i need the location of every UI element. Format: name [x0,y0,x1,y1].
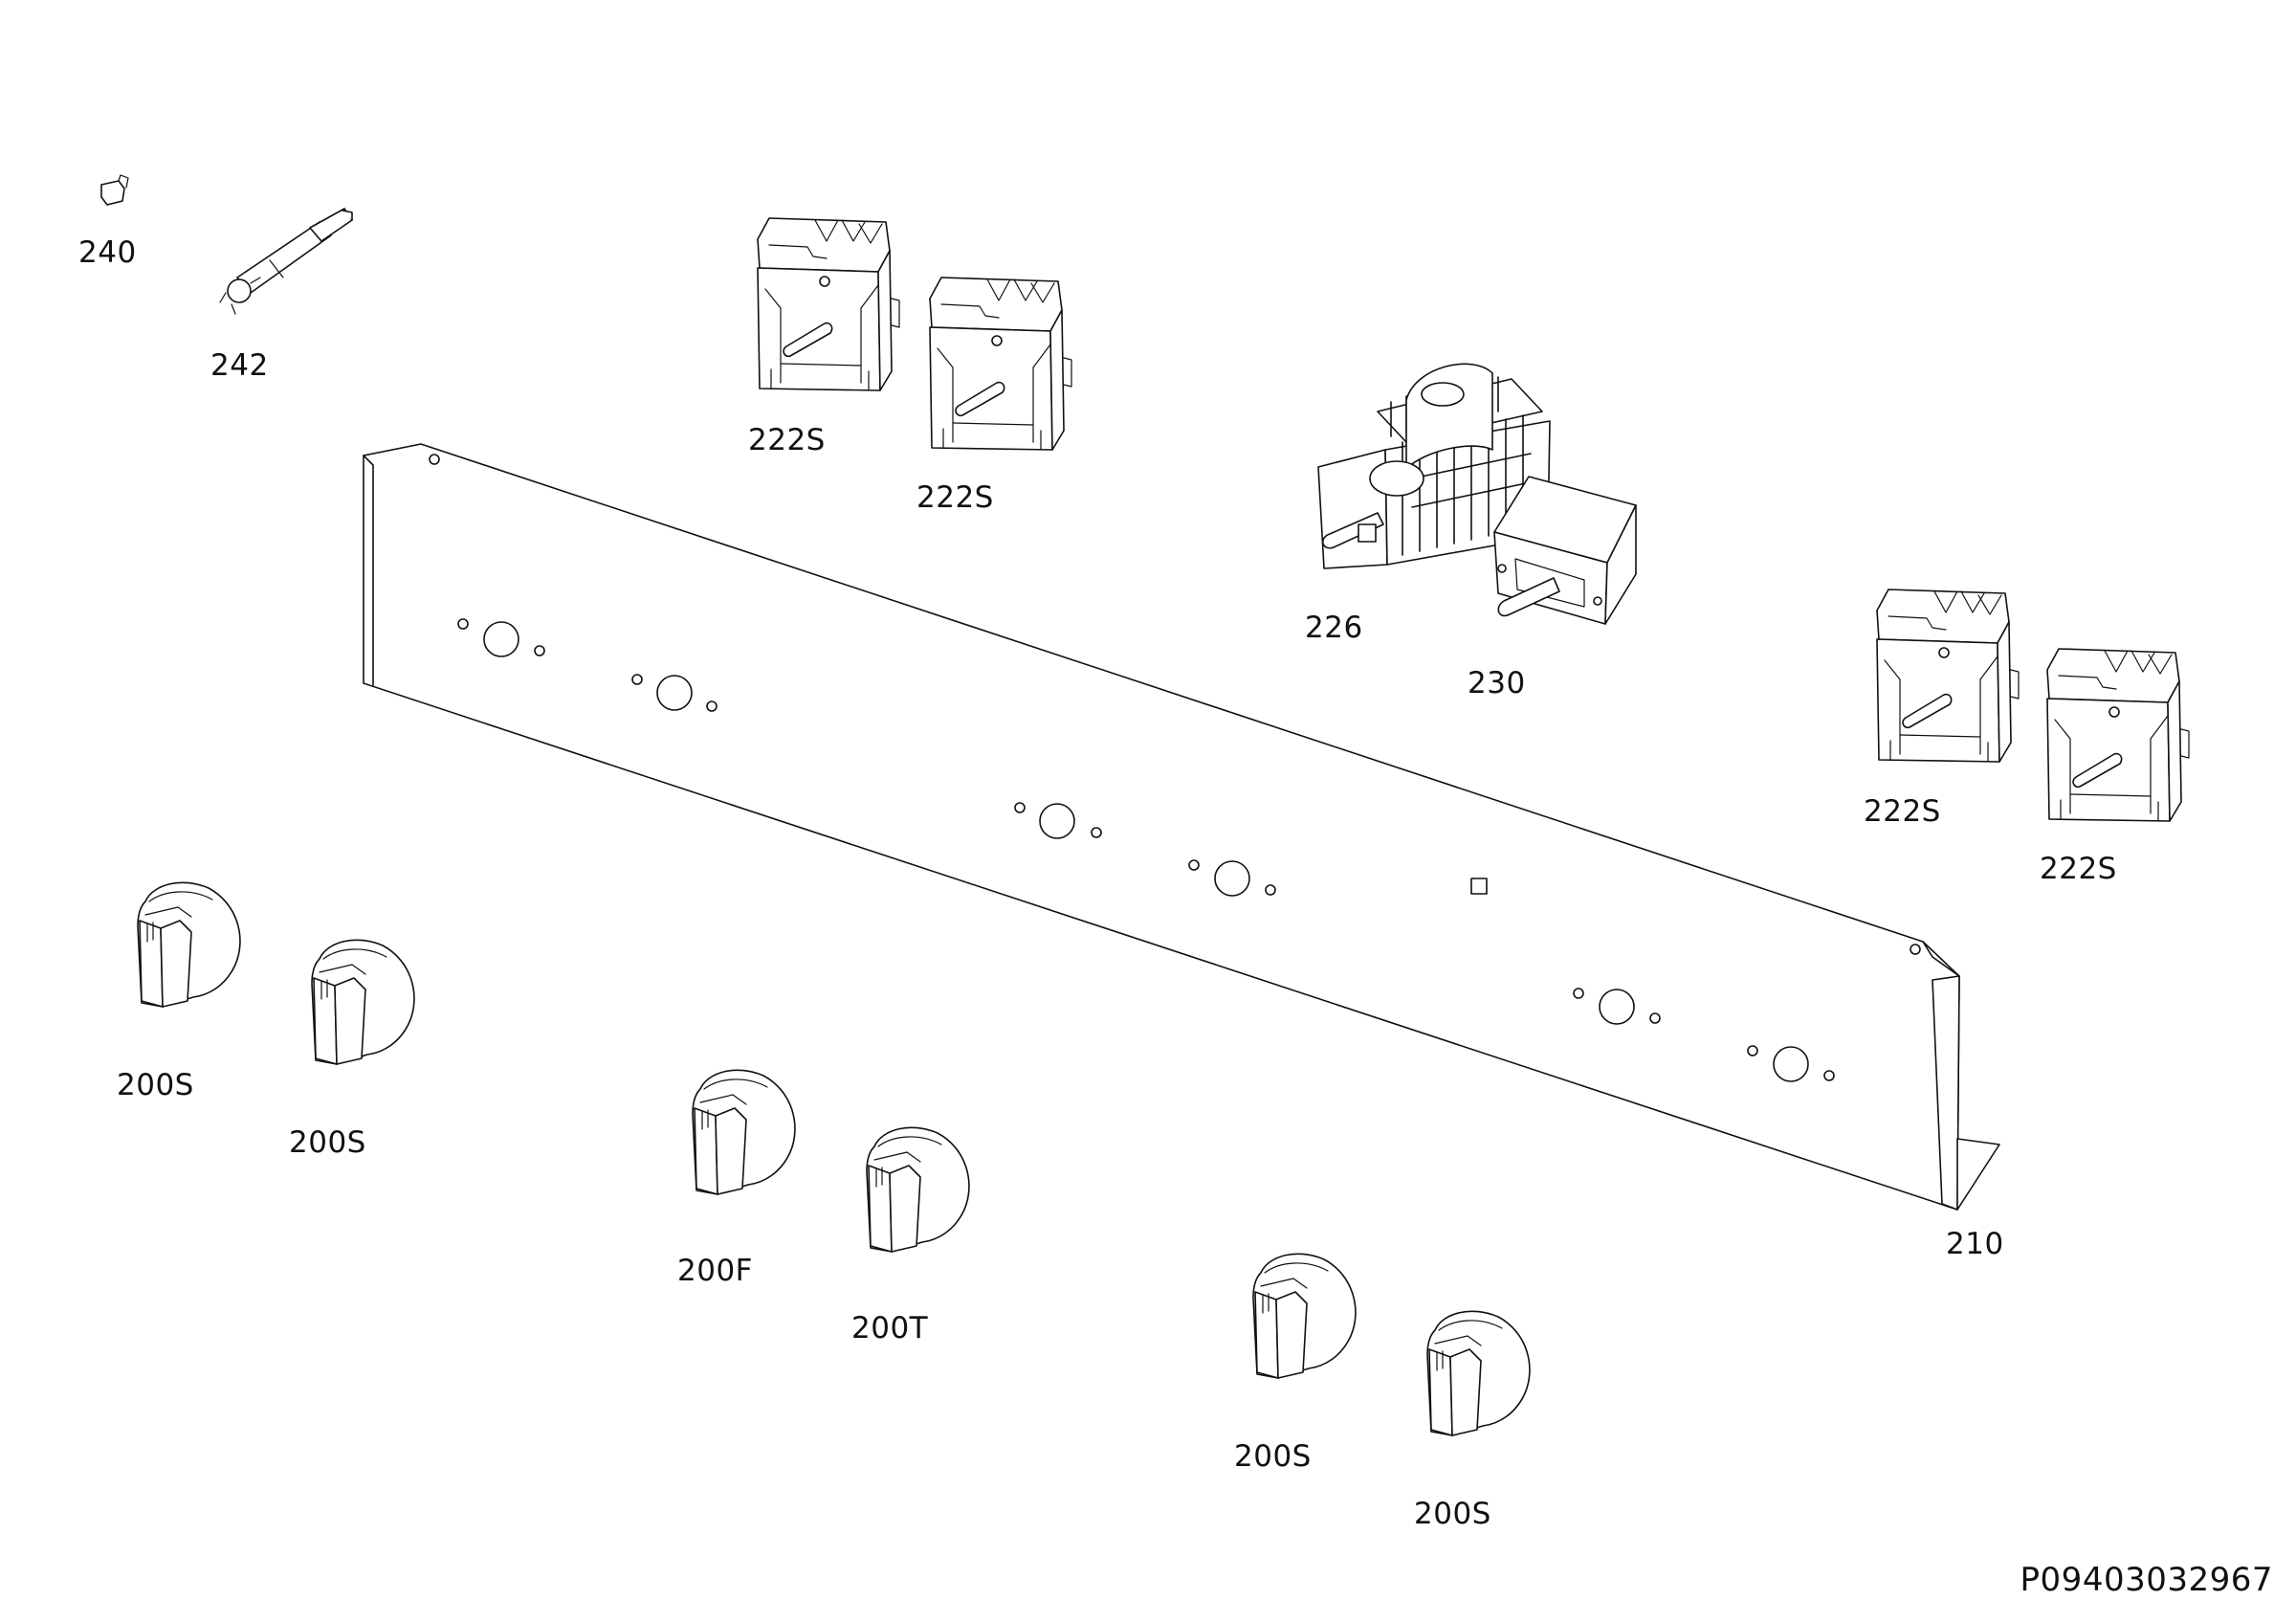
part-210-control-panel [363,443,2000,1211]
label-222s-3: 222S [1864,794,1941,829]
part-200s-knob-3 [1252,1253,1357,1379]
panel-knob-hole [457,618,545,657]
panel-knob-hole [1747,1045,1835,1082]
label-200s-4: 200S [1414,1497,1491,1531]
label-200t: 200T [851,1311,929,1345]
label-222s-1: 222S [748,423,826,457]
label-200s-2: 200S [289,1125,366,1160]
label-240: 240 [78,235,137,270]
part-222s-regulator-1 [757,217,900,391]
label-230: 230 [1468,666,1526,700]
part-200s-knob-1 [137,881,241,1008]
panel-knob-hole [631,674,718,712]
part-240-clip [100,174,129,206]
reference-code: P09403032967 [2020,1561,2273,1599]
label-200s-3: 200S [1234,1439,1312,1474]
label-210: 210 [1946,1227,2004,1261]
part-222s-regulator-4 [2046,648,2190,822]
part-242-electrode [219,208,353,315]
label-200f: 200F [677,1254,753,1288]
label-242: 242 [210,348,269,383]
label-200s-1: 200S [117,1068,194,1102]
label-222s-4: 222S [2040,852,2117,886]
label-222s-2: 222S [916,480,994,515]
part-200t-knob [866,1126,970,1253]
panel-knob-hole [1188,859,1276,897]
part-200s-knob-2 [311,939,415,1065]
part-230-thermostat [1493,476,1637,625]
part-200s-knob-4 [1426,1310,1531,1436]
part-222s-regulator-3 [1876,589,2020,763]
panel-knob-hole [1573,988,1661,1025]
panel-indicator-light-window [1470,878,1488,895]
part-200f-knob [692,1069,796,1195]
label-226: 226 [1305,611,1363,645]
panel-knob-hole [1014,802,1102,839]
part-222s-regulator-2 [929,277,1072,451]
